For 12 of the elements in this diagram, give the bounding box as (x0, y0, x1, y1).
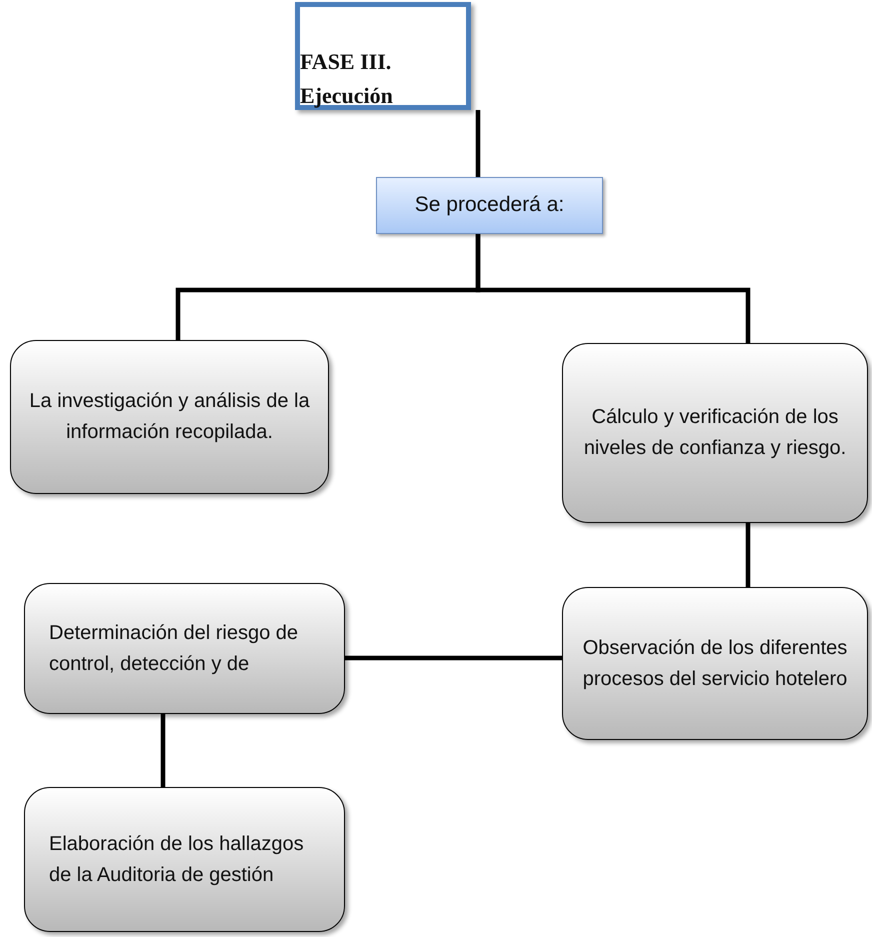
process-box: Cálculo y verificación de los niveles de confianza y riesgo. (562, 343, 868, 523)
process-box: Determinación del riesgo de control, detección y de (24, 583, 345, 714)
connector-line (345, 656, 562, 660)
connector-line (746, 523, 750, 587)
connector-line (476, 234, 750, 343)
connector-line (160, 714, 166, 787)
process-box: Elaboración de los hallazgos de la Auditoria de gestión (24, 787, 345, 932)
process-box: Se procederá a: (376, 177, 603, 234)
process-box: La investigación y análisis de la información recopilada. (10, 340, 329, 494)
process-box: Observación de los diferentes procesos del servicio hotelero (562, 587, 868, 740)
connector-line (476, 110, 480, 177)
title-box: FASE III. Ejecución (295, 2, 471, 110)
